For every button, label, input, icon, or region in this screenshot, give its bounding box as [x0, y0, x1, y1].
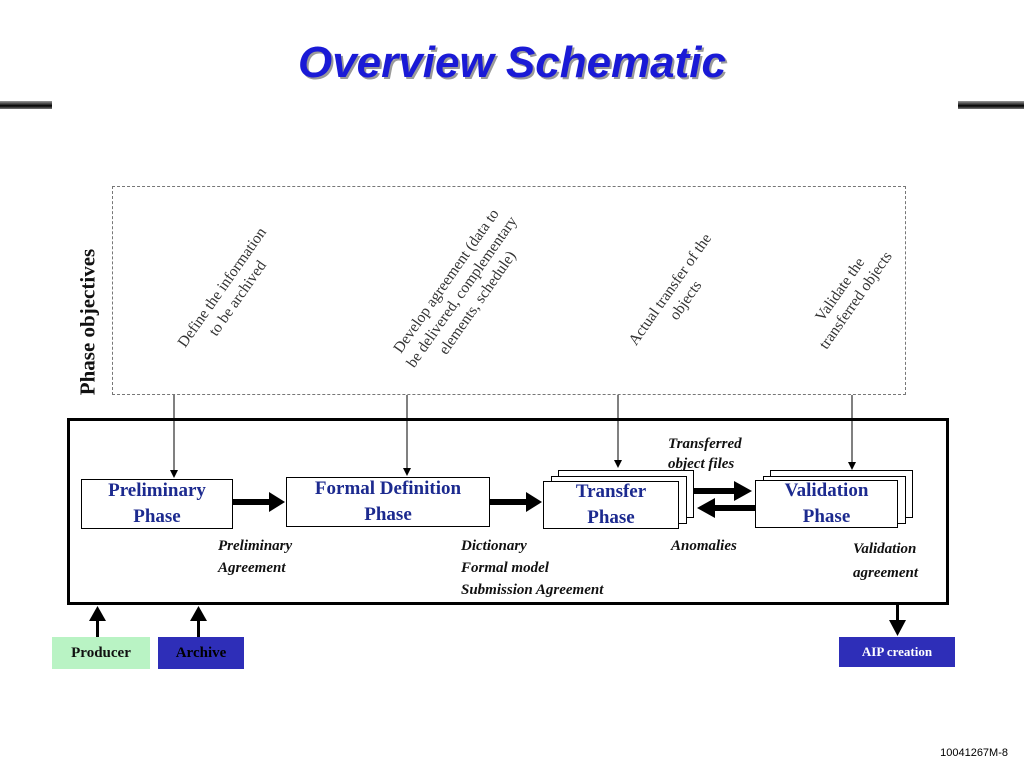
slide-number: 10041267M-8	[940, 747, 1008, 759]
actor-archive: Archive	[158, 637, 244, 669]
flow-arrow-validation-to-transfer	[697, 498, 755, 518]
aip-arrow	[889, 605, 906, 636]
title-rule-left	[0, 101, 52, 109]
output-anomalies: Anomalies	[671, 538, 737, 554]
archive-arrow	[190, 606, 207, 637]
flow-arrow-preliminary-to-formal	[233, 492, 285, 512]
producer-arrow	[89, 606, 106, 637]
flow-arrow-transfer-to-validation	[694, 481, 752, 501]
actor-aip-creation: AIP creation	[839, 637, 955, 667]
slide-title: Overview Schematic	[297, 38, 726, 87]
phase-objectives-box	[112, 186, 906, 395]
flow-arrow-formal-to-transfer	[490, 492, 542, 512]
actor-producer: Producer	[52, 637, 150, 669]
title-rule-right	[958, 101, 1024, 109]
